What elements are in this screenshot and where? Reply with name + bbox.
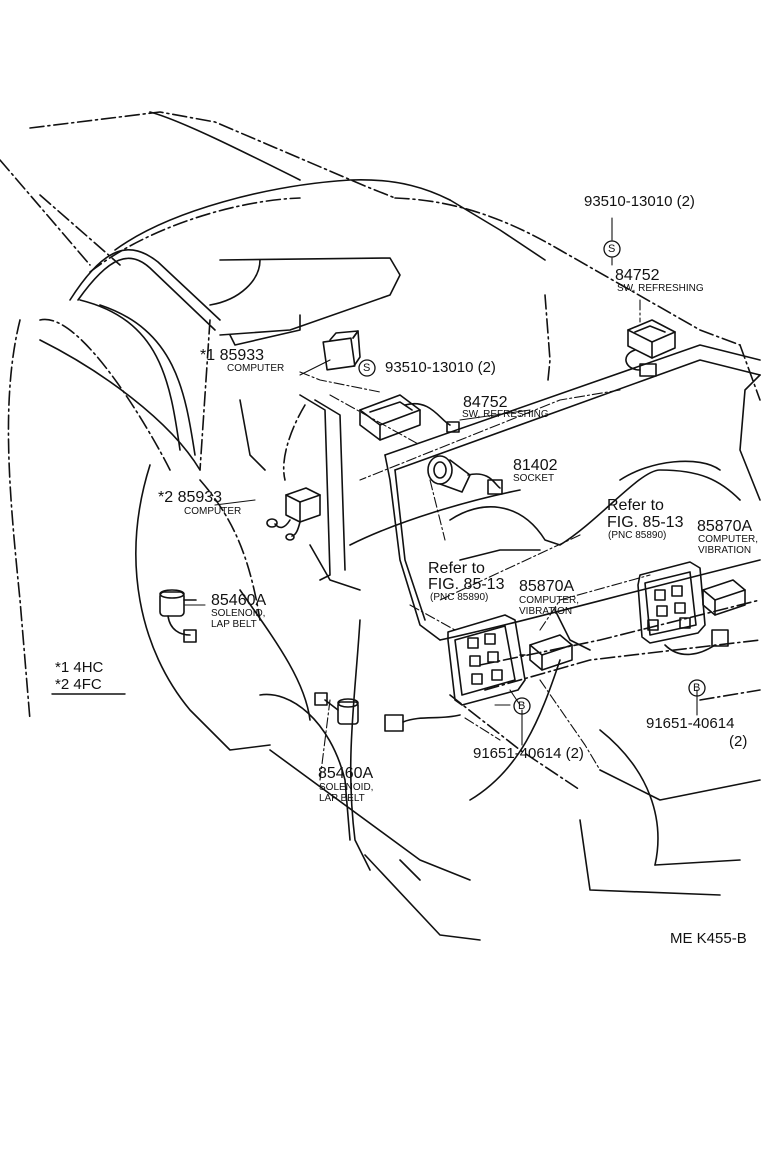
part-desc-85460a-bottom-1: SOLENOID,	[319, 782, 374, 793]
computer-85933-lower	[266, 487, 321, 541]
speaker-panel-left	[447, 614, 526, 706]
speaker-panel-right	[637, 561, 706, 644]
part-desc-85933-2: COMPUTER	[184, 506, 242, 517]
solenoid-85460a-left	[159, 589, 197, 643]
leader-lines	[184, 217, 698, 781]
computer-85933-upper	[322, 330, 361, 371]
socket-81402	[427, 455, 503, 495]
part-number-81402: 81402	[513, 457, 558, 474]
vibration-computer-middle	[519, 634, 573, 671]
part-desc-85460a-bottom-2: LAP BELT	[319, 793, 365, 804]
part-number-85460a-bottom: 85460A	[318, 765, 374, 782]
part-number-85870a-mid: 85870A	[519, 578, 575, 595]
solenoid-85460a-bottom	[314, 692, 359, 725]
refer-right-line3: (PNC 85890)	[608, 530, 667, 541]
refer-right-line2: FIG. 85-13	[607, 514, 684, 531]
refer-left-line2: FIG. 85-13	[428, 576, 505, 593]
part-number-93510-mid: 93510-13010 (2)	[385, 359, 496, 376]
body-sides	[7, 319, 761, 941]
marker-b-mid: B	[518, 700, 526, 712]
part-desc-84752-top: SW, REFRESHING	[617, 283, 704, 294]
part-number-85870a-right: 85870A	[697, 518, 753, 535]
refer-left-line1: Refer to	[428, 560, 485, 577]
part-desc-85870a-mid-2: VIBRATION	[519, 606, 573, 617]
roof-outline	[0, 111, 761, 401]
part-number-85933-2: *2 85933	[158, 489, 223, 506]
part-number-93510-top: 93510-13010 (2)	[584, 193, 695, 210]
part-number-91651-mid: 91651-40614 (2)	[473, 745, 584, 762]
note-4fc: *2 4FC	[55, 676, 102, 693]
refer-right-line1: Refer to	[607, 497, 664, 514]
part-desc-85460a-left-2: LAP BELT	[211, 619, 257, 630]
marker-s-top: S	[608, 243, 616, 255]
part-desc-81402: SOCKET	[513, 473, 555, 484]
marker-s-mid: S	[363, 362, 371, 374]
marker-b-right: B	[693, 682, 701, 694]
part-desc-84752-mid: SW, REFRESHING	[462, 409, 549, 420]
vibration-computer-right	[664, 579, 746, 656]
part-desc-85870a-right-2: VIBRATION	[698, 545, 752, 556]
illustration-code: ME K455-B	[670, 930, 747, 947]
marker-circles	[358, 240, 706, 715]
connector-bottom	[384, 714, 461, 732]
part-desc-85870a-mid-1: COMPUTER,	[519, 595, 579, 606]
rear-deck	[384, 294, 761, 701]
part-number-85933-1: *1 85933	[200, 347, 265, 364]
part-desc-85933-1: COMPUTER	[227, 363, 285, 374]
part-desc-85460a-left-1: SOLENOID,	[211, 608, 266, 619]
switch-84752-middle	[359, 394, 460, 441]
refer-left-line3: (PNC 85890)	[430, 592, 489, 603]
part-qty-91651-right: (2)	[729, 733, 748, 750]
part-number-84752-top: 84752	[615, 267, 660, 284]
window-frames	[39, 249, 401, 581]
switch-84752-top	[625, 319, 676, 377]
part-number-85460a-left: 85460A	[211, 592, 267, 609]
note-4hc: *1 4HC	[55, 659, 104, 676]
part-desc-85870a-right-1: COMPUTER,	[698, 534, 758, 545]
part-number-91651-right: 91651-40614	[646, 715, 735, 732]
part-number-84752-mid: 84752	[463, 394, 508, 411]
